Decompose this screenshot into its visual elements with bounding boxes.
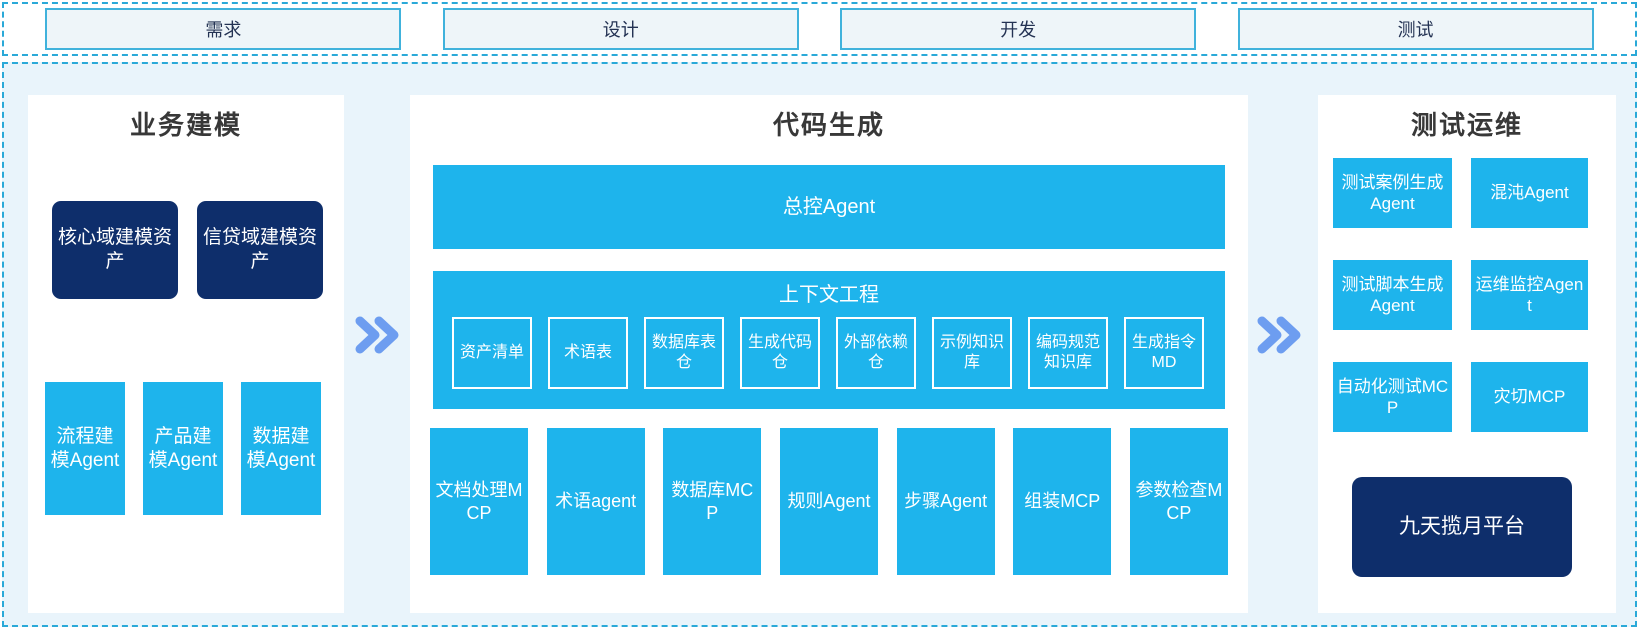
phase-design: 设计	[442, 8, 799, 50]
panel-code-generation: 代码生成 总控Agent 上下文工程 资产清单 术语表 数据库表仓 生成代码仓 …	[410, 95, 1248, 613]
testops-grid: 测试案例生成Agent 混沌Agent 测试脚本生成Agent 运维监控Agen…	[1333, 158, 1588, 432]
node-rule-agent: 规则Agent	[779, 428, 878, 575]
node-data-modeling-agent: 数据建模Agent	[241, 382, 321, 515]
architecture-canvas: 业务建模 核心域建模资产 信贷域建模资产 流程建模Agent 产品建模Agent…	[2, 62, 1637, 627]
context-item-row: 资产清单 术语表 数据库表仓 生成代码仓 外部依赖仓 示例知识库 编码规范知识库…	[452, 317, 1204, 389]
node-product-modeling-agent: 产品建模Agent	[143, 382, 223, 515]
node-jiutian-lanyue-platform: 九天揽月平台	[1352, 477, 1572, 577]
node-asset-list: 资产清单	[452, 317, 532, 389]
mcp-agent-row: 文档处理MCP 术语agent 数据库MCP 规则Agent 步骤Agent 组…	[430, 428, 1228, 575]
node-chaos-agent: 混沌Agent	[1471, 158, 1588, 228]
node-doc-processing-mcp: 文档处理MCP	[430, 428, 528, 575]
chevron-stroke	[355, 316, 380, 354]
node-database-mcp: 数据库MCP	[663, 428, 762, 575]
node-terminology-agent: 术语agent	[546, 428, 645, 575]
node-test-case-gen-agent: 测试案例生成Agent	[1333, 158, 1452, 228]
phase-label: 测试	[1397, 20, 1434, 40]
phase-requirements: 需求	[45, 8, 402, 50]
chevron-stroke	[1257, 316, 1282, 354]
phase-label: 设计	[602, 20, 639, 40]
node-example-knowledge-base: 示例知识库	[932, 317, 1012, 389]
phase-testing: 测试	[1237, 8, 1594, 50]
node-db-table-repo: 数据库表仓	[644, 317, 724, 389]
panel-business-modeling: 业务建模 核心域建模资产 信贷域建模资产 流程建模Agent 产品建模Agent…	[28, 95, 344, 613]
group-title: 上下文工程	[779, 284, 879, 306]
phase-bar: 需求 设计 开发 测试	[2, 2, 1637, 56]
node-test-script-gen-agent: 测试脚本生成Agent	[1333, 260, 1452, 330]
chevron-stroke	[374, 316, 399, 354]
phase-label: 需求	[205, 20, 242, 40]
node-external-deps-repo: 外部依赖仓	[836, 317, 916, 389]
node-step-agent: 步骤Agent	[896, 428, 995, 575]
panel-title: 业务建模	[129, 110, 242, 140]
node-master-agent: 总控Agent	[433, 165, 1225, 249]
node-process-modeling-agent: 流程建模Agent	[45, 382, 125, 515]
node-automated-test-mcp: 自动化测试MCP	[1333, 362, 1452, 432]
node-assembly-mcp: 组装MCP	[1013, 428, 1112, 575]
phase-development: 开发	[840, 8, 1197, 50]
chevron-stroke	[1276, 316, 1301, 354]
node-generation-instruction-md: 生成指令MD	[1124, 317, 1204, 389]
node-core-domain-assets: 核心域建模资产	[52, 201, 178, 299]
node-glossary: 术语表	[548, 317, 628, 389]
double-chevron-right-icon	[355, 316, 399, 354]
panel-title: 代码生成	[772, 110, 885, 140]
panel-title: 测试运维	[1410, 110, 1523, 140]
panel-test-operations: 测试运维 测试案例生成Agent 混沌Agent 测试脚本生成Agent 运维监…	[1318, 95, 1616, 613]
node-param-check-mcp: 参数检查MCP	[1129, 428, 1228, 575]
node-credit-domain-assets: 信贷域建模资产	[197, 201, 323, 299]
node-coding-standards-kb: 编码规范知识库	[1028, 317, 1108, 389]
node-disaster-switch-mcp: 灾切MCP	[1471, 362, 1588, 432]
double-chevron-right-icon	[1257, 316, 1301, 354]
node-ops-monitoring-agent: 运维监控Agent	[1471, 260, 1588, 330]
node-generated-code-repo: 生成代码仓	[740, 317, 820, 389]
phase-label: 开发	[1000, 20, 1037, 40]
group-context-engineering: 上下文工程 资产清单 术语表 数据库表仓 生成代码仓 外部依赖仓 示例知识库 编…	[433, 271, 1225, 409]
